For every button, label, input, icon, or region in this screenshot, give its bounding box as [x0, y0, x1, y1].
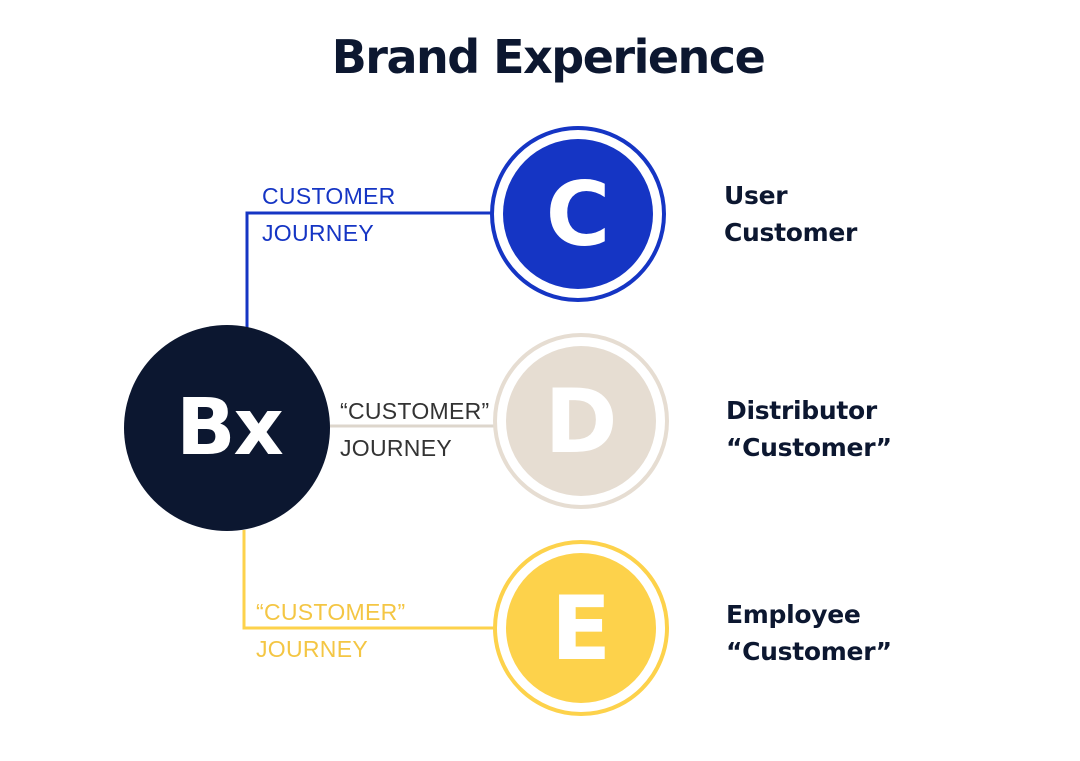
- journey-label-c: CUSTOMER JOURNEY: [262, 178, 396, 252]
- node-d-circle: [506, 346, 656, 496]
- node-label-d-line-2: “Customer”: [726, 433, 892, 462]
- node-e-letter: E: [551, 577, 611, 680]
- node-label-e-line-1: Employee: [726, 600, 861, 629]
- journey-label-d: “CUSTOMER” JOURNEY: [340, 393, 490, 467]
- diagram-title: Brand Experience: [331, 30, 766, 84]
- node-label-e: Employee “Customer”: [726, 596, 892, 670]
- node-label-c-line-1: User: [724, 181, 788, 210]
- node-label-c: User Customer: [724, 177, 857, 251]
- connector-line-c: [245, 211, 498, 330]
- journey-label-e: “CUSTOMER” JOURNEY: [256, 594, 406, 668]
- node-e: E: [493, 540, 669, 716]
- node-c: C: [490, 126, 666, 302]
- journey-label-e-line-2: JOURNEY: [256, 636, 369, 662]
- node-e-circle: [506, 553, 656, 703]
- journey-label-c-line-1: CUSTOMER: [262, 183, 396, 209]
- journey-label-d-line-2: JOURNEY: [340, 435, 453, 461]
- hub-circle: [124, 325, 330, 531]
- journey-label-d-line-1: “CUSTOMER”: [340, 398, 490, 424]
- node-d-letter: D: [544, 370, 617, 473]
- node-label-d: Distributor “Customer”: [726, 392, 892, 466]
- node-label-d-line-1: Distributor: [726, 396, 877, 425]
- node-c-circle: [503, 139, 653, 289]
- node-c-letter: C: [546, 163, 611, 266]
- connector-line-e: [242, 530, 500, 630]
- hub-label: Bx: [176, 383, 283, 473]
- journey-label-c-line-2: JOURNEY: [262, 220, 375, 246]
- journey-label-e-line-1: “CUSTOMER”: [256, 599, 406, 625]
- node-label-c-line-2: Customer: [724, 218, 858, 247]
- node-label-e-line-2: “Customer”: [726, 637, 892, 666]
- node-d: D: [493, 333, 669, 509]
